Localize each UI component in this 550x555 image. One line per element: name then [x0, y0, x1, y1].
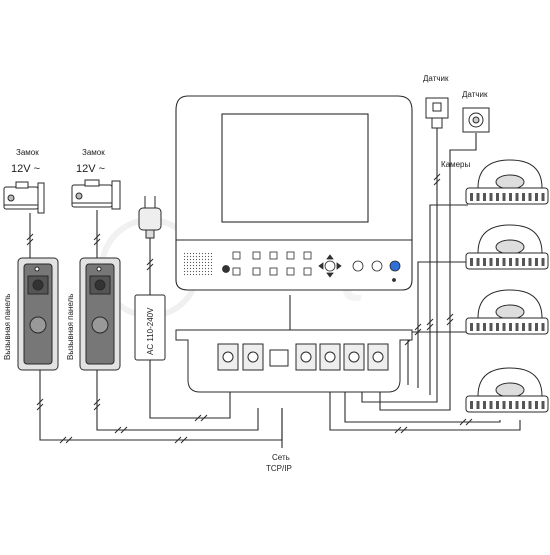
monitor-buttons	[222, 251, 401, 282]
monitor-device	[175, 95, 413, 291]
call-panel-left-device	[17, 257, 59, 371]
call-panel-right-label: Вызывная панель	[66, 293, 75, 360]
lock-right-device	[71, 179, 121, 210]
camera-2-device	[465, 224, 549, 270]
camera-4-device	[465, 367, 549, 413]
sensor-right-label: Датчик	[462, 90, 488, 99]
lock-right-voltage: 12V ~	[76, 163, 106, 175]
wire-marks	[26, 173, 473, 444]
cameras-label: Камеры	[441, 160, 471, 169]
call-panel-right-device	[79, 257, 121, 371]
network-label-line2: TCP/IP	[266, 464, 292, 473]
sensor-left-device	[425, 97, 449, 129]
power-supply-device	[134, 294, 166, 361]
wiring-lines	[29, 128, 521, 448]
call-panel-left-label: Вызывная панель	[3, 293, 12, 360]
sensor-left-label: Датчик	[423, 74, 449, 83]
lock-left-label: Замок	[16, 148, 39, 157]
network-label-line1: Сеть	[272, 453, 290, 462]
camera-1-device	[465, 159, 549, 205]
power-plug-device	[138, 196, 162, 239]
lock-left-voltage: 12V ~	[11, 163, 41, 175]
camera-3-device	[465, 289, 549, 335]
lock-left-device	[3, 181, 45, 214]
power-supply-label: AC 110-240V	[146, 307, 155, 355]
connector-block-device	[175, 329, 413, 393]
lock-right-label: Замок	[82, 148, 105, 157]
cameras-group	[465, 159, 549, 413]
sensor-right-device	[462, 107, 490, 133]
